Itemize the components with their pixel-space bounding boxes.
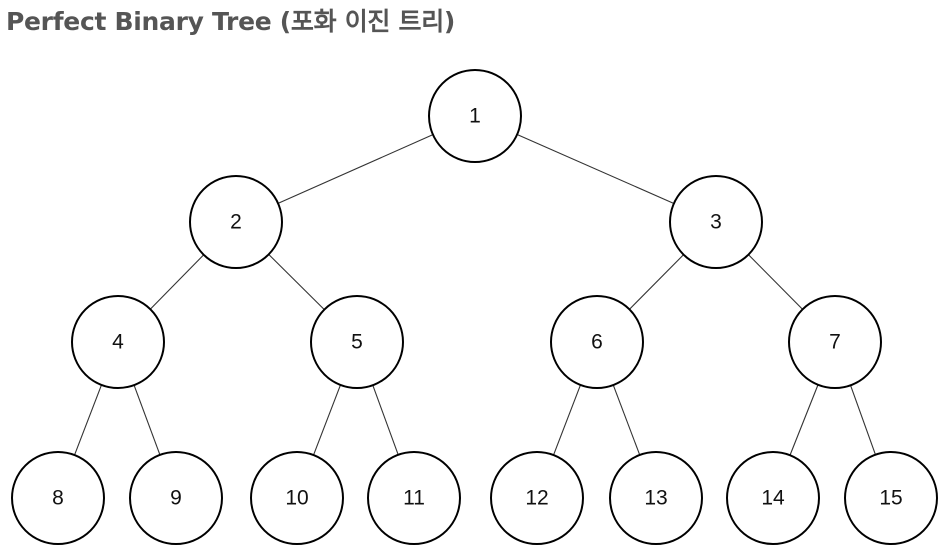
tree-node-13: 13 (609, 451, 703, 545)
tree-node-15: 15 (844, 451, 938, 545)
tree-node-3: 3 (669, 175, 763, 269)
node-circle-8 (11, 451, 105, 545)
node-circle-12 (490, 451, 584, 545)
edge-1-2 (277, 134, 434, 204)
edge-7-14 (789, 384, 819, 456)
edge-3-6 (628, 254, 685, 310)
edge-4-8 (73, 384, 103, 456)
node-circle-3 (669, 175, 763, 269)
node-label-11: 11 (403, 487, 425, 510)
node-circle-2 (189, 175, 283, 269)
tree-node-8: 8 (11, 451, 105, 545)
edge-1-3 (516, 134, 675, 204)
node-label-13: 13 (644, 487, 667, 510)
node-circle-6 (550, 295, 644, 389)
tree-node-9: 9 (129, 451, 223, 545)
node-label-3: 3 (710, 211, 722, 234)
node-circle-1 (428, 69, 522, 163)
node-label-6: 6 (591, 331, 603, 354)
edge-5-11 (372, 385, 399, 455)
diagram-title: Perfect Binary Tree (포화 이진 트리) (6, 7, 456, 36)
node-label-14: 14 (761, 487, 785, 510)
node-label-15: 15 (879, 487, 902, 510)
edge-6-12 (552, 384, 582, 456)
node-circle-4 (71, 295, 165, 389)
tree-node-2: 2 (189, 175, 283, 269)
node-circle-11 (367, 451, 461, 545)
node-circle-5 (310, 295, 404, 389)
node-label-5: 5 (351, 331, 363, 354)
edge-2-4 (149, 254, 205, 310)
tree-node-1: 1 (428, 69, 522, 163)
node-label-8: 8 (52, 487, 64, 510)
tree-node-4: 4 (71, 295, 165, 389)
tree-node-11: 11 (367, 451, 461, 545)
node-label-4: 4 (112, 331, 124, 354)
tree-node-6: 6 (550, 295, 644, 389)
edge-5-10 (312, 384, 342, 456)
node-circle-14 (726, 451, 820, 545)
node-circle-15 (844, 451, 938, 545)
tree-edges (73, 134, 876, 456)
tree-node-7: 7 (788, 295, 882, 389)
node-label-7: 7 (829, 331, 841, 354)
node-label-9: 9 (170, 487, 182, 510)
node-label-10: 10 (285, 487, 308, 510)
edge-2-5 (268, 254, 325, 310)
node-label-2: 2 (230, 211, 242, 234)
tree-node-12: 12 (490, 451, 584, 545)
node-label-1: 1 (469, 105, 481, 128)
edge-6-13 (612, 384, 641, 456)
node-circle-7 (788, 295, 882, 389)
edge-4-9 (133, 384, 161, 456)
node-label-12: 12 (525, 487, 548, 510)
node-circle-10 (250, 451, 344, 545)
edge-7-15 (850, 385, 876, 455)
node-circle-13 (609, 451, 703, 545)
node-circle-9 (129, 451, 223, 545)
edge-3-7 (747, 254, 804, 310)
tree-node-10: 10 (250, 451, 344, 545)
tree-node-14: 14 (726, 451, 820, 545)
tree-node-5: 5 (310, 295, 404, 389)
